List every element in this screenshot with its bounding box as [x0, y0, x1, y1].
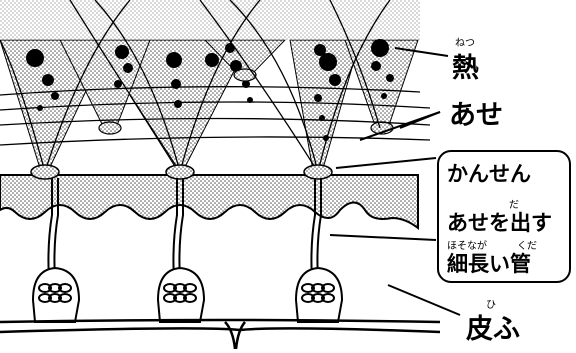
dermis-layer — [0, 175, 418, 228]
heat-particle — [371, 39, 389, 57]
sweat-label: あせ — [449, 93, 503, 132]
heat-particle — [329, 74, 341, 86]
heat-particle — [371, 61, 381, 71]
skin-base-lines — [0, 320, 440, 349]
callout-line2: 細長い管 — [447, 248, 531, 278]
heat-particle — [42, 74, 54, 86]
heat-cones — [0, 0, 420, 165]
heat-particle — [123, 63, 133, 73]
callout-title: かんせん — [447, 158, 531, 188]
heat-band — [0, 0, 420, 40]
heat-particle — [51, 92, 59, 100]
heat-particle — [26, 49, 44, 67]
heat-label: 熱 — [452, 46, 479, 85]
heat-particle — [205, 53, 219, 67]
heat-particle — [381, 93, 387, 99]
heat-particle — [166, 52, 182, 68]
duct-callout-box: かんせん だ あせを出す ほそなが くだ 細長い管 — [437, 150, 571, 283]
callout-line1: あせを出す — [447, 207, 552, 237]
heat-particle — [314, 94, 322, 102]
skin-label: 皮ふ — [466, 307, 520, 346]
heat-particle — [115, 45, 129, 59]
upper-pore — [99, 122, 121, 134]
heat-particle — [174, 100, 182, 108]
heat-particle — [319, 53, 337, 71]
upper-pore — [234, 69, 256, 81]
heat-particle — [386, 74, 394, 82]
